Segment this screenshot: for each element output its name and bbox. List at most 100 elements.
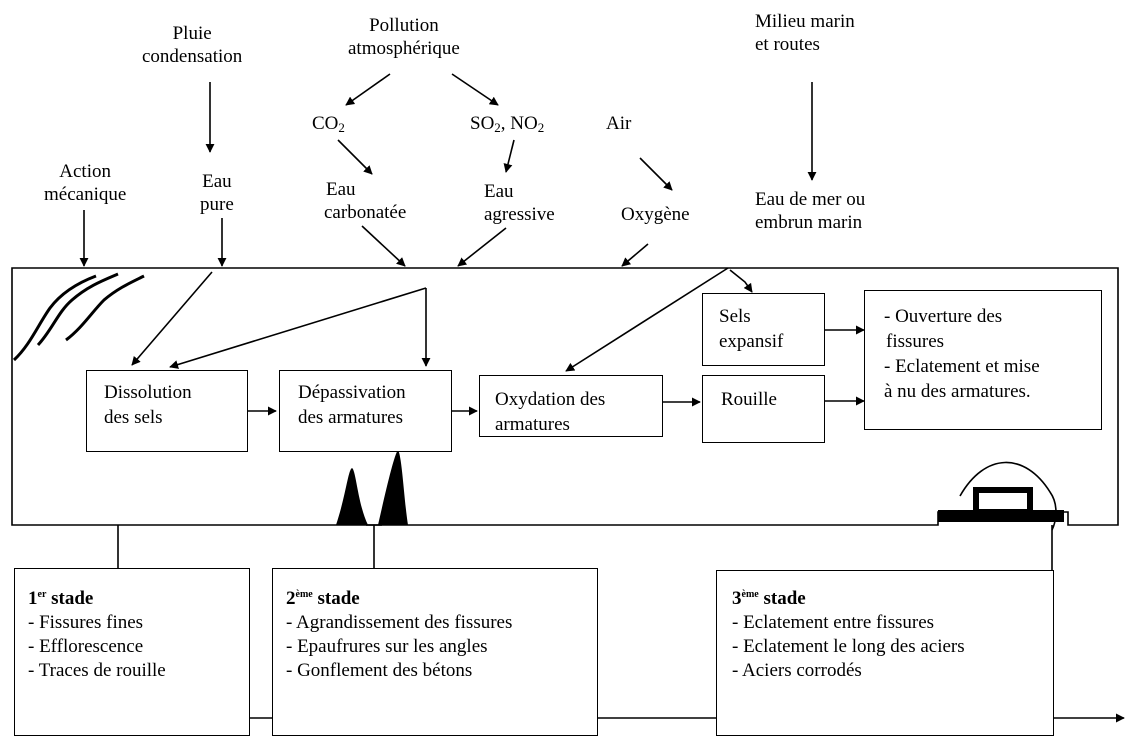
arrow-pollution-so2 (451, 73, 499, 106)
ouverture-line-1: - Ouverture des (884, 306, 1003, 327)
label-milieu-marin: Milieu marin et routes (755, 10, 855, 56)
stage-1-word: stade (46, 588, 94, 609)
arrow-marine-oxydation (565, 267, 729, 372)
dissolution-line-1: Dissolution (104, 382, 192, 403)
stage-2-sup: ème (295, 589, 313, 600)
stage-3-item-3: - Aciers corrodés (732, 660, 862, 681)
arrow-eau-agressive (457, 227, 507, 267)
box-sels-expansif: Sels expansif (702, 293, 825, 366)
label-action-mecanique: Action mécanique (44, 160, 126, 206)
oxydation-line-2: armatures (495, 414, 570, 435)
label-no-sub: 2 (537, 120, 545, 135)
stage-3-item-1: - Eclatement entre fissures (732, 612, 935, 633)
label-eau-agressive-1: Eau (484, 181, 514, 202)
arrow-eau-carbonatee (361, 225, 406, 267)
label-atmospherique: atmosphérique (348, 38, 460, 59)
label-eau-de-mer: Eau de mer ou embrun marin (755, 188, 865, 234)
crack-1 (12, 274, 97, 362)
ouverture-line-3: - Eclatement et mise (884, 356, 1040, 377)
stage-3-item-2: - Eclatement le long des aciers (732, 636, 965, 657)
label-eau-carbonatee: Eau carbonatée (324, 178, 406, 224)
equipment-body (973, 487, 1033, 515)
stage-1-item-3: - Traces de rouille (28, 660, 166, 681)
arrow-air-oxygene (639, 157, 673, 191)
stage-2-item-3: - Gonflement des bétons (286, 660, 473, 681)
box-dissolution-text: Dissolution des sels (104, 380, 192, 430)
arrow-marine-sels (729, 269, 753, 293)
label-pollution-atmospherique: Pollution atmosphérique (348, 14, 460, 60)
crack-2 (36, 272, 119, 347)
crack-3 (65, 274, 145, 342)
ouverture-line-2: fissures (886, 331, 945, 352)
depassivation-line-1: Dépassivation (298, 382, 406, 403)
label-so: SO (470, 113, 495, 134)
label-eau-carbonatee-1: Eau (326, 179, 356, 200)
arrow-surface-dissolution (131, 271, 213, 366)
stage-2-title: 2ème stade (286, 583, 512, 611)
label-action: Action (59, 161, 111, 182)
arrow-pollution-co2 (345, 73, 391, 106)
stage-3-word: stade (758, 588, 806, 609)
stage-3-num: 3 (732, 588, 742, 609)
stage-1-sup: er (37, 589, 47, 600)
label-co2-base: CO (312, 113, 339, 134)
stage-1-item-1: - Fissures fines (28, 612, 144, 633)
label-milieu-2: et routes (755, 34, 820, 55)
box-ouverture: - Ouverture des fissures - Eclatement et… (864, 290, 1102, 430)
stage-1-title: 1er stade (28, 583, 166, 611)
depassivation-line-2: des armatures (298, 407, 403, 428)
ouverture-line-4: à nu des armatures. (884, 381, 1031, 402)
arrow-oxygene (621, 243, 649, 267)
box-rouille: Rouille (702, 375, 825, 443)
label-pluie-condensation: Pluie condensation (142, 22, 242, 68)
label-eau-pure: Eau pure (200, 170, 234, 216)
sels-line-1: Sels (719, 306, 751, 327)
stage-2-item-2: - Epaufrures sur les angles (286, 636, 488, 657)
label-eau-de-mer-1: Eau de mer ou (755, 189, 866, 210)
box-depassivation: Dépassivation des armatures (279, 370, 452, 452)
stage-2-word: stade (312, 588, 360, 609)
box-ouverture-text: - Ouverture des fissures - Eclatement et… (884, 304, 1040, 404)
spall-left (336, 468, 368, 525)
box-dissolution: Dissolution des sels (86, 370, 248, 452)
arrow-co2-eau (337, 139, 373, 175)
stage-3-sup: ème (741, 589, 759, 600)
label-so2-no2: SO2, NO2 (470, 112, 544, 135)
label-eau-agressive-2: agressive (484, 204, 555, 225)
oxydation-line-1: Oxydation des (495, 389, 606, 410)
label-air: Air (606, 113, 632, 134)
label-mecanique: mécanique (44, 184, 127, 205)
stage-2-item-1: - Agrandissement des fissures (286, 612, 513, 633)
label-pluie: Pluie (172, 23, 212, 44)
label-milieu-1: Milieu marin (755, 11, 855, 32)
label-eau-pure-1: Eau (202, 171, 232, 192)
stage-2-content: 2ème stade - Agrandissement des fissures… (286, 583, 512, 683)
box-depassivation-text: Dépassivation des armatures (298, 380, 406, 430)
stage-2-num: 2 (286, 588, 296, 609)
concrete-block-outline (11, 267, 1119, 526)
label-eau-pure-2: pure (200, 194, 234, 215)
label-no: , NO (500, 113, 538, 134)
label-pollution: Pollution (369, 15, 439, 36)
label-eau-carbonatee-2: carbonatée (324, 202, 407, 223)
label-eau-agressive: Eau agressive (484, 180, 555, 226)
stage-1-box: 1er stade - Fissures fines - Efflorescen… (14, 568, 250, 736)
label-so-sub: 2 (494, 120, 501, 135)
stage-1-num: 1 (28, 588, 38, 609)
label-oxygene: Oxygène (621, 204, 690, 225)
rouille-text: Rouille (721, 389, 777, 410)
stage-1-item-2: - Efflorescence (28, 636, 144, 657)
label-eau-de-mer-2: embrun marin (755, 212, 863, 233)
label-condensation: condensation (142, 46, 243, 67)
box-oxydation: Oxydation des armatures (479, 375, 663, 437)
spall-right (378, 450, 408, 525)
dissolution-line-2: des sels (104, 407, 163, 428)
stage-1-content: 1er stade - Fissures fines - Efflorescen… (28, 583, 166, 683)
stage-3-box: 3ème stade - Eclatement entre fissures -… (716, 570, 1054, 736)
stage-3-title: 3ème stade (732, 583, 965, 611)
box-sels-text: Sels expansif (719, 304, 783, 354)
box-oxydation-text: Oxydation des armatures (495, 387, 606, 436)
stage-3-content: 3ème stade - Eclatement entre fissures -… (732, 583, 965, 683)
sels-line-2: expansif (719, 331, 784, 352)
